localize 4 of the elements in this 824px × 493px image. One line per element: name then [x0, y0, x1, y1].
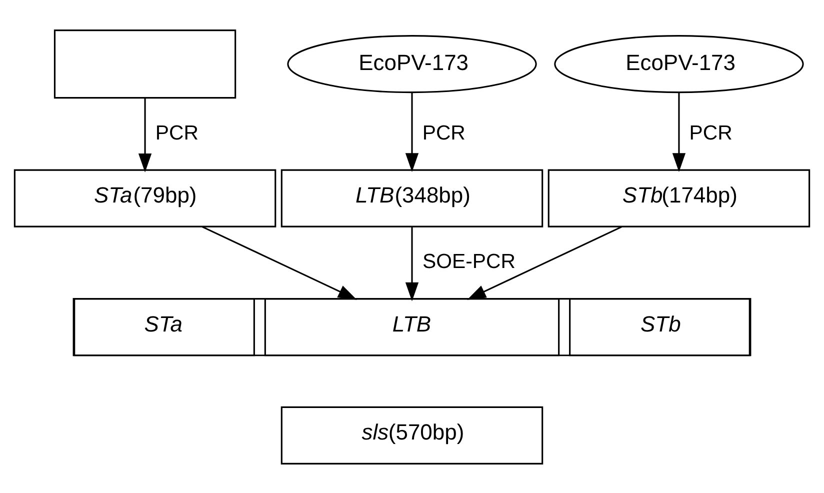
edge-label: PCR: [422, 122, 466, 144]
edge-label: PCR: [155, 122, 198, 144]
edge-label: PCR: [689, 122, 732, 144]
edge-label: SOE-PCR: [422, 250, 516, 273]
